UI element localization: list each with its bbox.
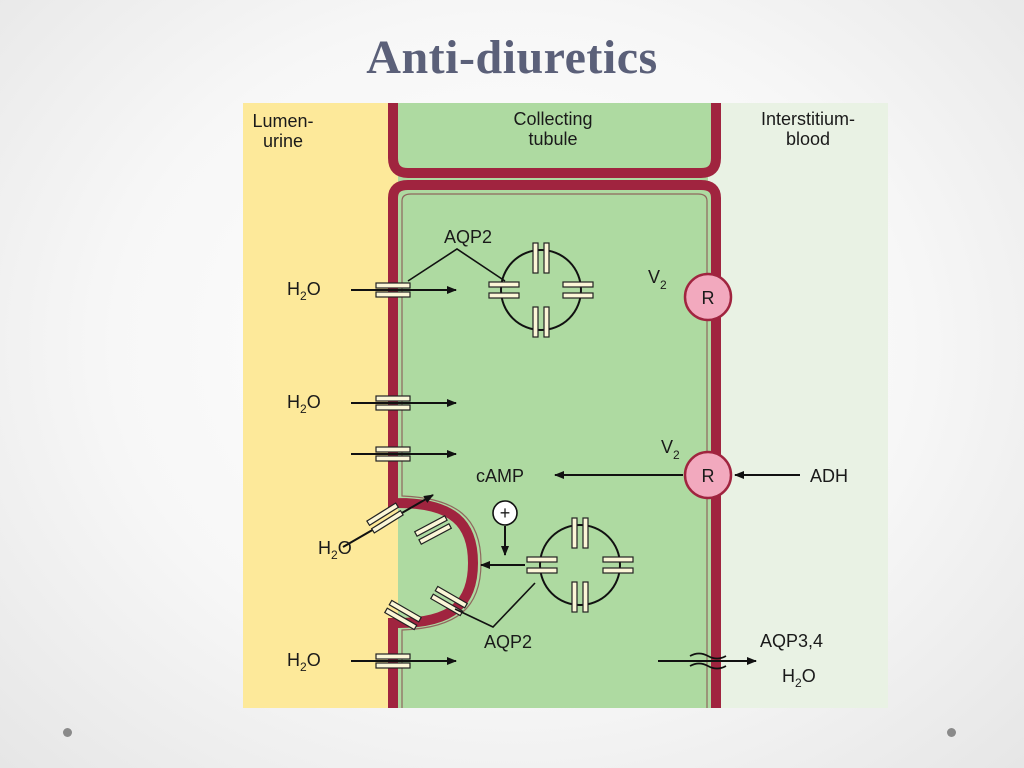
stimulation-symbol: + xyxy=(492,500,518,526)
plus-label: + xyxy=(500,503,511,523)
aqp2-channel xyxy=(434,585,469,609)
pocket-channels xyxy=(383,515,469,631)
lumen-label: Lumen- xyxy=(252,111,313,131)
v2-label: V2 xyxy=(661,437,680,462)
aqp2-channel xyxy=(582,517,589,549)
aqp2-label-upper: AQP2 xyxy=(407,227,506,282)
aqp2-channel xyxy=(602,556,634,563)
aqp2-channel xyxy=(562,281,594,288)
tubule-label: Collecting xyxy=(513,109,592,129)
aqp2-channel xyxy=(388,599,423,623)
water-label: H2O xyxy=(782,666,816,690)
interstitium-label: blood xyxy=(786,129,830,149)
pocket-water-entry: H2O xyxy=(318,494,434,562)
aqp2-vesicle-lower xyxy=(526,517,634,613)
upper-cell-membrane xyxy=(388,103,721,178)
aqp2-channel xyxy=(413,515,448,538)
aqp2-channel xyxy=(370,509,404,534)
aqp34-label: AQP3,4 xyxy=(760,631,823,651)
water-flow-row-4: H2O xyxy=(287,650,457,674)
v2-receptor-lower: R V2 xyxy=(661,437,733,500)
adh-label: ADH xyxy=(810,466,848,486)
aqp2-channel xyxy=(488,281,520,288)
aqp2-channel xyxy=(526,567,558,574)
interstitium-label: Interstitium- xyxy=(761,109,855,129)
aqp2-channel xyxy=(375,653,411,660)
receptor-circle xyxy=(683,450,733,500)
water-label: H2O xyxy=(287,392,321,416)
aqp2-channel xyxy=(375,446,411,453)
aqp2-channel xyxy=(366,502,400,527)
basolateral-water-exit: AQP3,4 H2O xyxy=(658,631,823,690)
aqp2-vesicle-upper xyxy=(488,242,594,338)
water-flow-row-3 xyxy=(351,446,457,462)
aqp2-channel xyxy=(375,395,411,402)
water-label: H2O xyxy=(318,538,352,562)
adh-collecting-tubule-diagram: Lumen- urine Collecting tubule Interstit… xyxy=(243,103,888,708)
water-label: H2O xyxy=(287,279,321,303)
aqp2-channel xyxy=(582,581,589,613)
aqp2-channel xyxy=(375,282,411,289)
v2-receptor-upper: R V2 xyxy=(648,267,733,322)
aqp2-channel xyxy=(562,292,594,299)
tubule-label: tubule xyxy=(528,129,577,149)
aqp2-channel xyxy=(526,556,558,563)
aqp2-channel xyxy=(375,455,411,462)
lumen-label: urine xyxy=(263,131,303,151)
aqp2-channel xyxy=(532,242,539,274)
lumen-region xyxy=(243,103,398,708)
aqp2-label: AQP2 xyxy=(484,632,532,652)
aqp2-channel xyxy=(532,306,539,338)
camp-label: cAMP xyxy=(476,466,524,486)
aqp2-label: AQP2 xyxy=(444,227,492,247)
aqp2-channel xyxy=(488,292,520,299)
receptor-label: R xyxy=(702,466,715,486)
aqp2-channel xyxy=(418,522,453,545)
slide-corner-dot-right xyxy=(947,728,956,737)
aqp2-channel xyxy=(571,581,578,613)
aqp34-channel xyxy=(689,652,727,660)
water-flow-row-1: H2O xyxy=(287,279,457,303)
aqp2-channel xyxy=(375,291,411,298)
slide-title: Anti-diuretics xyxy=(366,31,658,84)
slide-corner-dot-left xyxy=(63,728,72,737)
aqp2-channel xyxy=(375,662,411,669)
aqp2-label-lower: AQP2 xyxy=(454,582,536,652)
aqp2-channel xyxy=(543,242,550,274)
aqp2-channel xyxy=(543,306,550,338)
water-flow-row-2: H2O xyxy=(287,392,457,416)
aqp2-channel xyxy=(429,593,464,617)
aqp34-channel xyxy=(689,662,727,670)
aqp2-channel xyxy=(375,404,411,411)
aqp2-channel xyxy=(571,517,578,549)
receptor-label: R xyxy=(702,288,715,308)
receptor-circle xyxy=(683,272,733,322)
water-label: H2O xyxy=(287,650,321,674)
aqp2-channel xyxy=(383,607,418,631)
v2-label: V2 xyxy=(648,267,667,292)
aqp2-channel xyxy=(602,567,634,574)
